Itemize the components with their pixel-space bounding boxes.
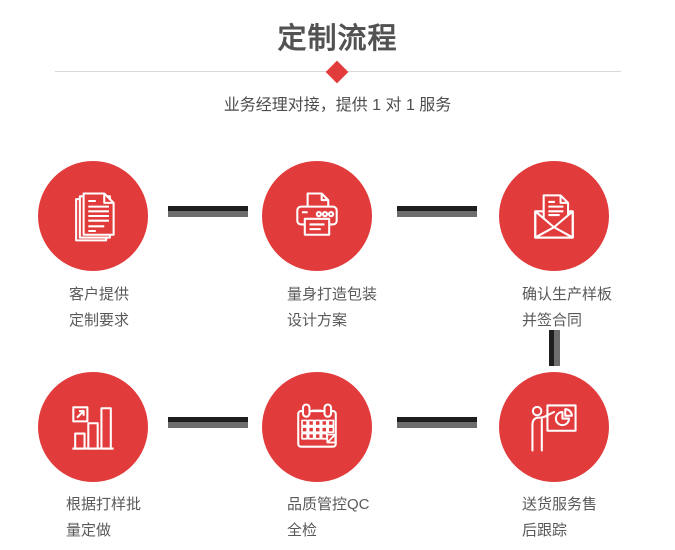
step-circle-1 — [38, 161, 148, 271]
step-label-6-line-2: 后跟踪 — [522, 522, 568, 539]
step-label-3: 确认生产样板 并签合同 — [522, 282, 612, 334]
step-label-6-line-1: 送货服务售 — [522, 496, 598, 513]
connector-bar-vertical — [549, 330, 560, 366]
subtitle: 业务经理对接，提供 1 对 1 服务 — [223, 97, 452, 114]
connector-bar-4 — [397, 417, 477, 428]
step-circle-6 — [499, 372, 609, 482]
step-circle-5 — [262, 372, 372, 482]
step-label-5: 品质管控QC 全检 — [287, 492, 370, 544]
connector-bar-3 — [168, 417, 248, 428]
step-label-3-line-2: 并签合同 — [522, 312, 583, 329]
step-label-1: 客户提供 定制要求 — [69, 282, 129, 334]
step-label-2-line-1: 量身打造包装 — [287, 286, 378, 303]
step-label-2-line-2: 设计方案 — [287, 312, 348, 329]
documents-icon — [75, 192, 115, 242]
envelope-icon — [534, 194, 574, 239]
step-label-4-line-2: 量定做 — [66, 522, 112, 539]
step-label-2: 量身打造包装 设计方案 — [287, 282, 377, 334]
page-title: 定制流程 — [277, 23, 398, 55]
calendar-icon — [297, 403, 337, 448]
bar-chart-icon — [72, 406, 114, 450]
step-circle-4 — [38, 372, 148, 482]
step-circle-3 — [499, 161, 609, 271]
diamond-icon — [325, 60, 349, 84]
connector-bar-1 — [168, 206, 248, 217]
step-label-1-line-2: 定制要求 — [69, 312, 130, 329]
step-circle-2 — [262, 161, 372, 271]
step-label-5-line-2: 全检 — [287, 522, 318, 539]
step-label-4: 根据打样批 量定做 — [66, 492, 141, 544]
connector-bar-2 — [397, 206, 477, 217]
step-label-1-line-1: 客户提供 — [69, 286, 130, 303]
step-label-3-line-1: 确认生产样板 — [522, 286, 613, 303]
step-label-4-line-1: 根据打样批 — [66, 496, 142, 513]
step-label-5-line-1: 品质管控QC — [287, 496, 370, 513]
presentation-icon — [531, 404, 577, 452]
printer-icon — [296, 192, 338, 236]
step-label-6: 送货服务售 后跟踪 — [522, 492, 597, 544]
